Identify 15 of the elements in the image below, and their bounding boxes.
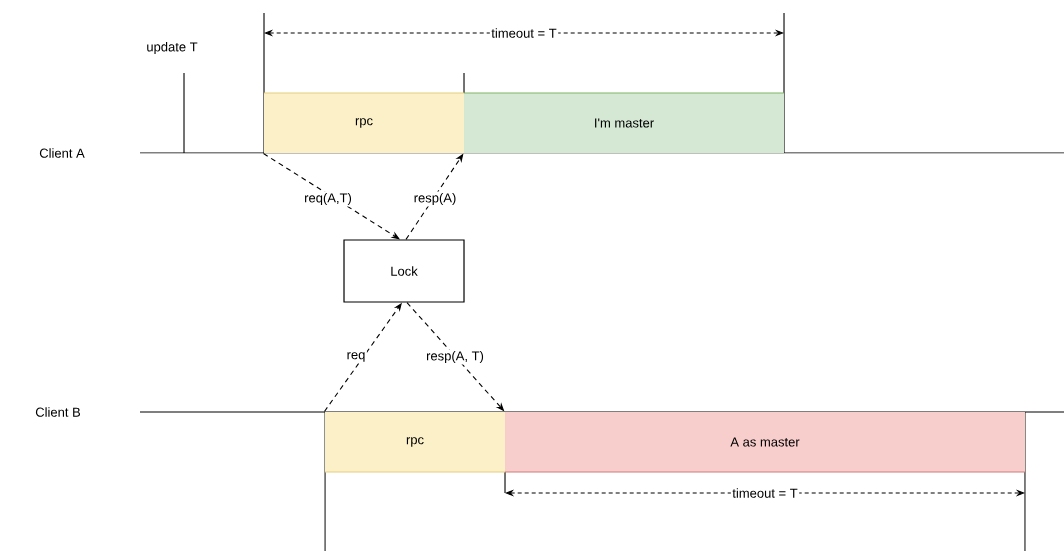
edge-label: req <box>345 350 367 364</box>
lane-label: update T <box>147 41 198 55</box>
phase-bar: A as master <box>504 412 1026 473</box>
phase-bar: rpc <box>263 92 465 153</box>
lane-label: Client B <box>35 407 81 417</box>
lane-label: Client A <box>39 148 85 158</box>
dimension-label: timeout = T <box>730 486 800 500</box>
edge-label: req(A,T) <box>302 191 354 207</box>
phase-bar: I'm master <box>463 92 785 153</box>
edge-label: resp(A, T) <box>424 349 486 365</box>
arrow <box>262 153 400 240</box>
dimension-label: timeout = T <box>489 26 559 40</box>
edge-label: resp(A) <box>412 191 458 207</box>
phase-bar: rpc <box>324 412 506 473</box>
lock-box: Lock <box>343 239 465 303</box>
